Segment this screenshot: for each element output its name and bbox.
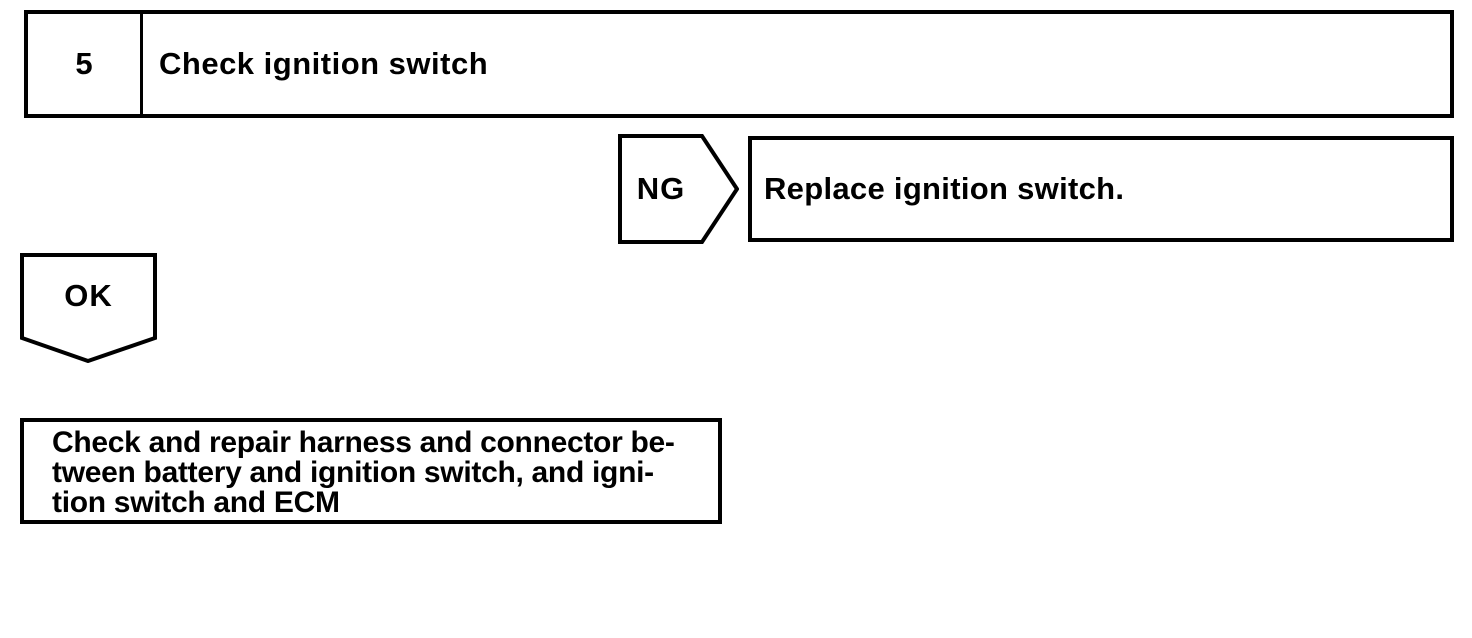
ng-pentagon-shape [618, 134, 739, 244]
ng-result-text: Replace ignition switch. [764, 171, 1125, 206]
ok-result-line: Check and repair harness and connector b… [52, 426, 675, 459]
ok-label: OK [64, 278, 113, 313]
ok-connector: OK [20, 253, 157, 363]
ok-pentagon-shape [20, 253, 157, 363]
ng-connector: NG [618, 134, 739, 244]
ok-result-box: Check and repair harness and connector b… [20, 418, 722, 524]
ng-pentagon-icon [618, 134, 739, 244]
ok-result-line: tion switch and ECM [52, 486, 340, 519]
ng-result-box: Replace ignition switch. [748, 136, 1454, 242]
step-number: 5 [28, 14, 143, 114]
ng-label: NG [636, 171, 686, 206]
ok-result-line: tween battery and ignition switch, and i… [52, 456, 654, 489]
step-box: 5 Check ignition switch [24, 10, 1454, 118]
step-title: Check ignition switch [159, 46, 489, 81]
ok-pentagon-icon [20, 253, 157, 363]
